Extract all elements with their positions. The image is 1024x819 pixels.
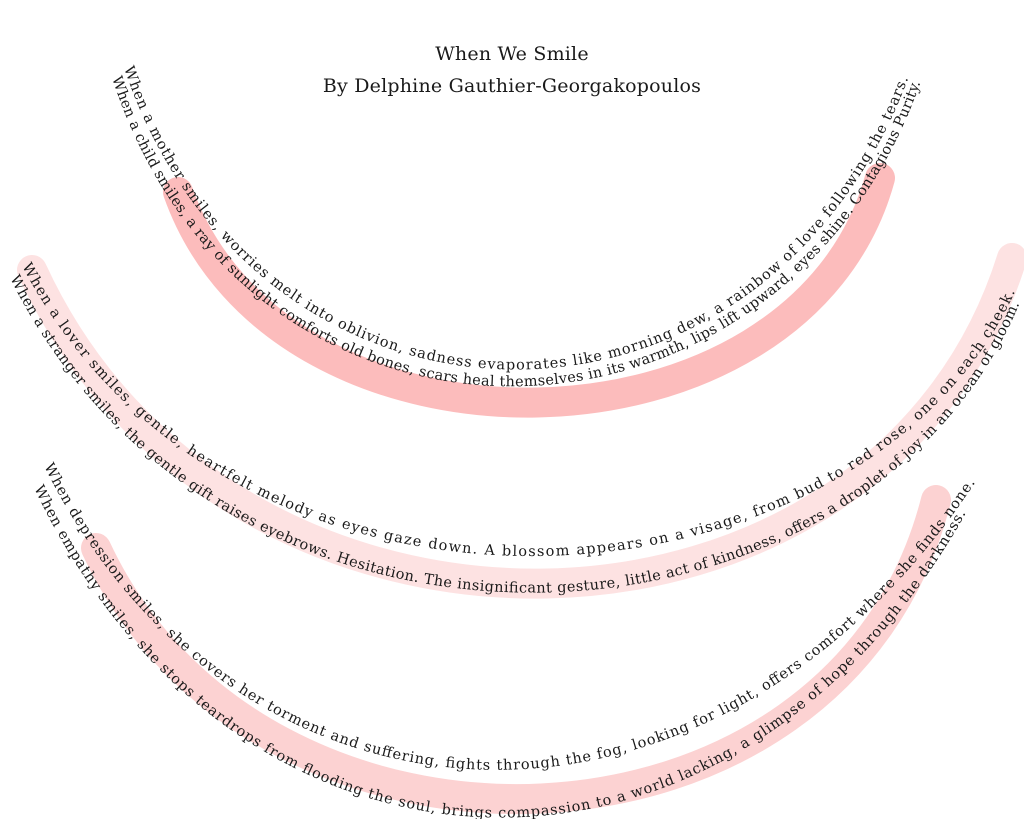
poem-title: When We Smile [435, 43, 589, 65]
poem-author: By Delphine Gauthier-Georgakopoulos [322, 75, 702, 97]
smile-band-top [163, 163, 895, 418]
smile-band-middle [17, 243, 1024, 599]
smile-band-bottom [81, 485, 951, 814]
poem-header: When We Smile By Delphine Gauthier-Georg… [0, 38, 1024, 102]
